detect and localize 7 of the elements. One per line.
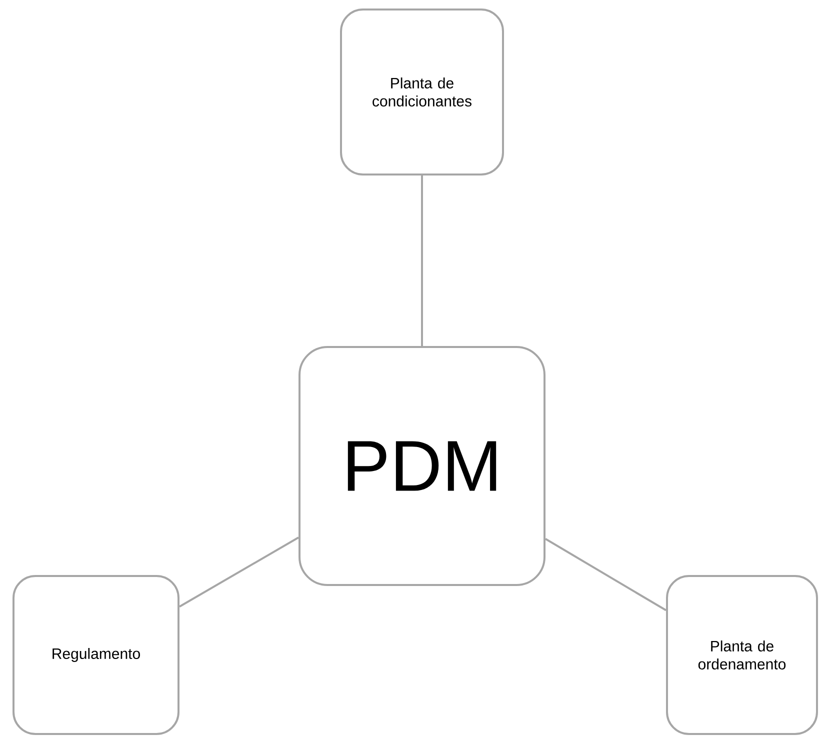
center-box: PDM [298, 346, 546, 586]
topic-box: Planta de ordenamento [666, 574, 818, 735]
topic-box: Regulamento [12, 574, 180, 735]
topic-box: Planta de condicionantes [340, 8, 504, 176]
connector-line [545, 538, 667, 612]
connector-line [179, 536, 299, 608]
connector-line [421, 176, 423, 346]
